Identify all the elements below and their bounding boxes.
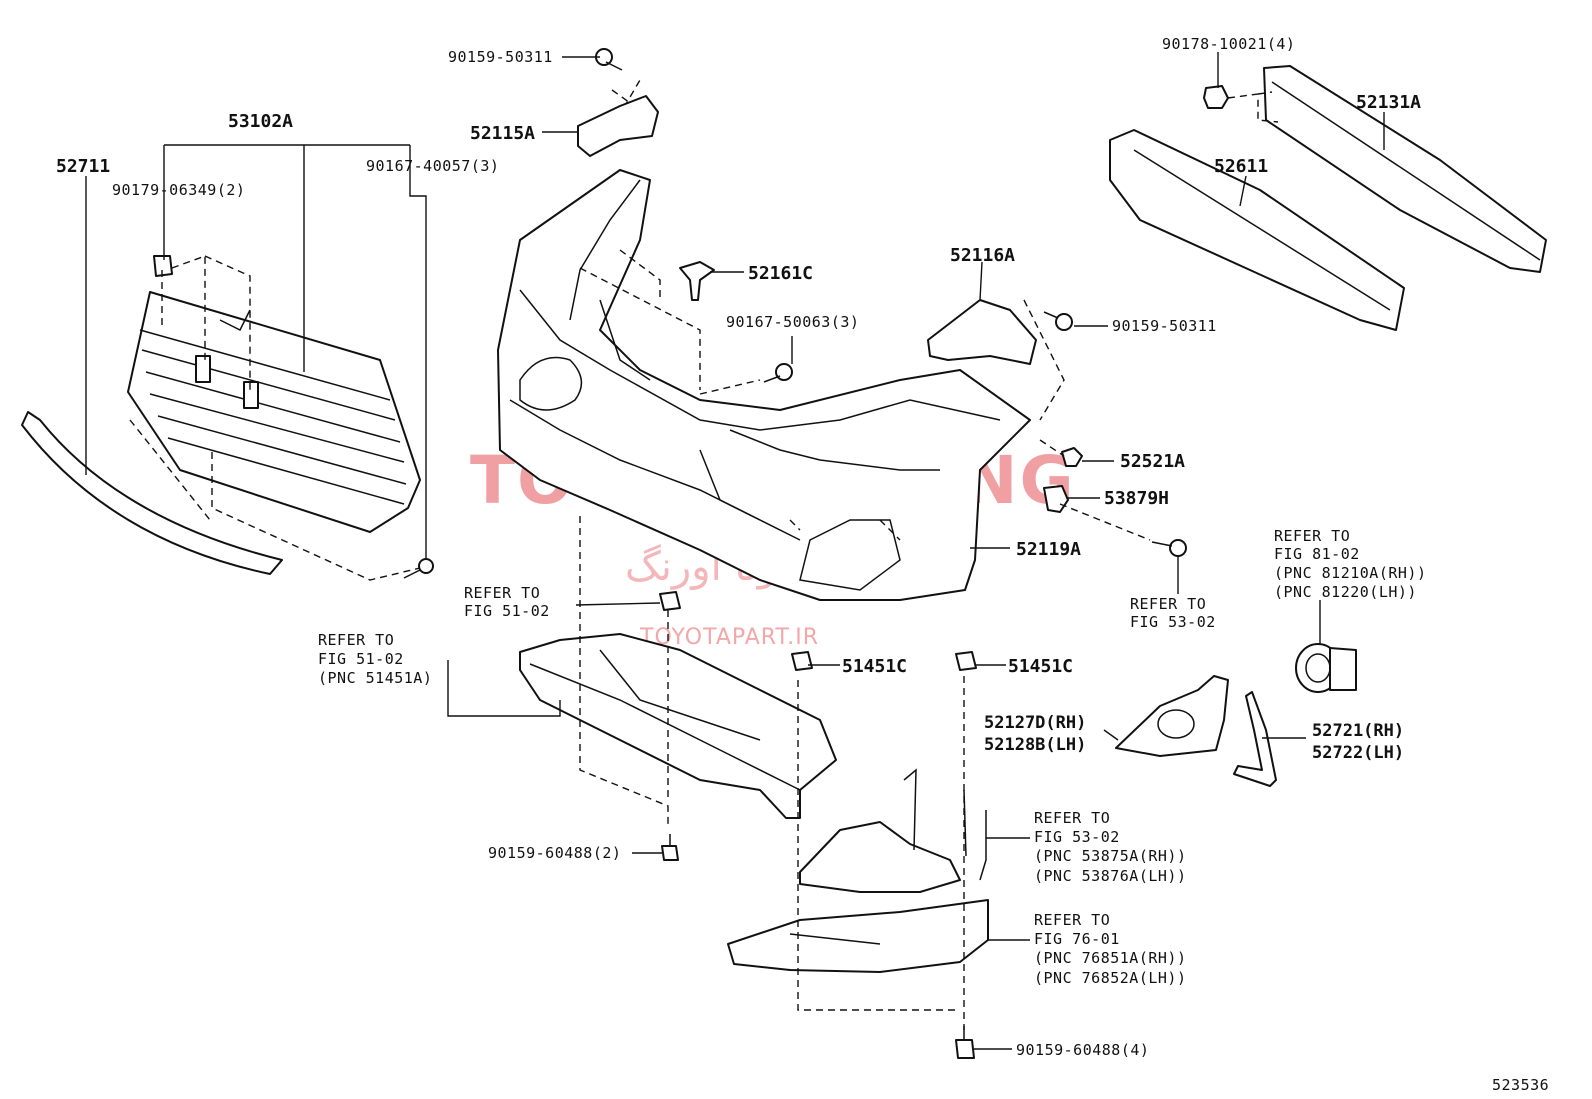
ref-note-r5[interactable]: REFER TO FIG 53-02 (PNC 53875A(RH)) (PNC… (1034, 809, 1187, 885)
bolt-90159-60488-2-icon[interactable] (661, 834, 679, 861)
ref-r4-line4: (PNC 81220(LH)) (1274, 583, 1417, 601)
absorber-52611[interactable] (1109, 129, 1405, 331)
clip-52521A-icon[interactable] (1061, 447, 1083, 467)
ref-r4-line2: FIG 81-02 (1274, 545, 1360, 563)
label-52722: 52722(LH) (1312, 743, 1404, 763)
bolt-90159-50311-top-icon[interactable] (595, 48, 623, 71)
ref-note-r1[interactable]: REFER TO FIG 51-02 (464, 584, 550, 620)
label-90179-06349: 90179-06349(2) (112, 181, 245, 199)
bolt-90159-50311-right-icon[interactable] (1043, 311, 1073, 331)
engine-under-cover[interactable] (519, 633, 837, 819)
connector-lower (797, 676, 965, 1030)
connector-under-cover (579, 516, 669, 826)
splash-shield[interactable] (799, 821, 961, 893)
watermark-site: TOYOTAPART.IR (639, 625, 819, 650)
ref-note-r2[interactable]: REFER TO FIG 51-02 (PNC 51451A) (318, 631, 432, 687)
label-52161C: 52161C (748, 263, 813, 284)
ref-note-r4[interactable]: REFER TO FIG 81-02 (PNC 81210A(RH)) (PNC… (1274, 527, 1427, 601)
connector-right-fasteners (1039, 439, 1151, 541)
label-52115A: 52115A (470, 123, 535, 144)
bracket-52116A[interactable] (927, 299, 1037, 365)
ref-r3-line2: FIG 53-02 (1130, 613, 1216, 631)
part-labels: 90159-50311 52115A 53102A 52711 90179-06… (56, 35, 1421, 1059)
ref-note-r3[interactable]: REFER TO FIG 53-02 (1130, 595, 1216, 631)
fog-trim-52721[interactable] (1233, 691, 1277, 787)
ref-r6-line2: FIG 76-01 (1034, 930, 1120, 948)
label-51451C-left: 51451C (842, 656, 907, 677)
connector-grille (129, 255, 421, 581)
ref-r5-line4: (PNC 53876A(LH)) (1034, 867, 1187, 885)
bracket-52115A[interactable] (577, 95, 659, 157)
ref-r5-line3: (PNC 53875A(RH)) (1034, 847, 1187, 865)
clip-51451C-right-icon[interactable] (955, 651, 977, 671)
screw-53-02-icon[interactable] (1151, 539, 1187, 557)
label-51451C-right: 51451C (1008, 656, 1073, 677)
radiator-grille-53102A[interactable] (127, 291, 421, 533)
diagram-number: 523536 (1492, 1076, 1549, 1094)
clip-90179-06349-icon[interactable] (153, 255, 173, 277)
ref-r5-line2: FIG 53-02 (1034, 828, 1120, 846)
label-52116A: 52116A (950, 245, 1015, 266)
ref-r6-line1: REFER TO (1034, 911, 1110, 929)
ref-r4-line3: (PNC 81210A(RH)) (1274, 564, 1427, 582)
label-53879H: 53879H (1104, 488, 1169, 509)
clip-51451C-left-icon[interactable] (791, 651, 813, 671)
screw-90167-40057-icon[interactable] (403, 558, 434, 579)
bumper-cover-52119A[interactable] (497, 169, 1031, 601)
ref-r6-line3: (PNC 76851A(RH)) (1034, 949, 1187, 967)
label-52119A: 52119A (1016, 539, 1081, 560)
label-52721: 52721(RH) (1312, 721, 1404, 741)
label-90167-50063: 90167-50063(3) (726, 313, 859, 331)
connector-reinforcement (1227, 91, 1279, 123)
label-90178-10021: 90178-10021(4) (1162, 35, 1295, 53)
reinforcement-52131A[interactable] (1263, 65, 1547, 273)
fog-lamp-icon[interactable] (1295, 643, 1357, 693)
label-52127D: 52127D(RH) (984, 713, 1086, 733)
label-90167-40057: 90167-40057(3) (366, 157, 499, 175)
label-52131A: 52131A (1356, 92, 1421, 113)
label-52521A: 52521A (1120, 451, 1185, 472)
label-90159-60488-2: 90159-60488(2) (488, 844, 621, 862)
ref-r1-line2: FIG 51-02 (464, 602, 550, 620)
clip-51-02-icon[interactable] (659, 591, 681, 611)
screw-90167-50063-icon[interactable] (763, 363, 793, 383)
label-90159-50311-top: 90159-50311 (448, 48, 553, 66)
nut-90178-10021-icon[interactable] (1203, 85, 1229, 109)
label-90159-50311-right: 90159-50311 (1112, 317, 1217, 335)
label-52711: 52711 (56, 156, 110, 177)
ref-r3-line1: REFER TO (1130, 595, 1206, 613)
ref-r5-line1: REFER TO (1034, 809, 1110, 827)
label-52611: 52611 (1214, 156, 1268, 177)
molding-strip-52711[interactable] (21, 411, 283, 575)
label-52128B: 52128B(LH) (984, 735, 1086, 755)
ref-r2-line2: FIG 51-02 (318, 650, 404, 668)
ref-r1-line1: REFER TO (464, 584, 540, 602)
front-spoiler[interactable] (727, 899, 989, 973)
ref-note-r6[interactable]: REFER TO FIG 76-01 (PNC 76851A(RH)) (PNC… (1034, 911, 1187, 987)
ref-r4-line1: REFER TO (1274, 527, 1350, 545)
ref-r2-line1: REFER TO (318, 631, 394, 649)
fog-bezel-52127D[interactable] (1115, 675, 1229, 757)
bolt-90159-60488-4-icon[interactable] (955, 1026, 975, 1059)
clip-52161C-icon[interactable] (679, 261, 715, 301)
leader-lines (85, 52, 1385, 1050)
ref-r2-line3: (PNC 51451A) (318, 669, 432, 687)
ref-r6-line4: (PNC 76852A(LH)) (1034, 969, 1187, 987)
label-90159-60488-4: 90159-60488(4) (1016, 1041, 1149, 1059)
label-53102A: 53102A (228, 111, 293, 132)
